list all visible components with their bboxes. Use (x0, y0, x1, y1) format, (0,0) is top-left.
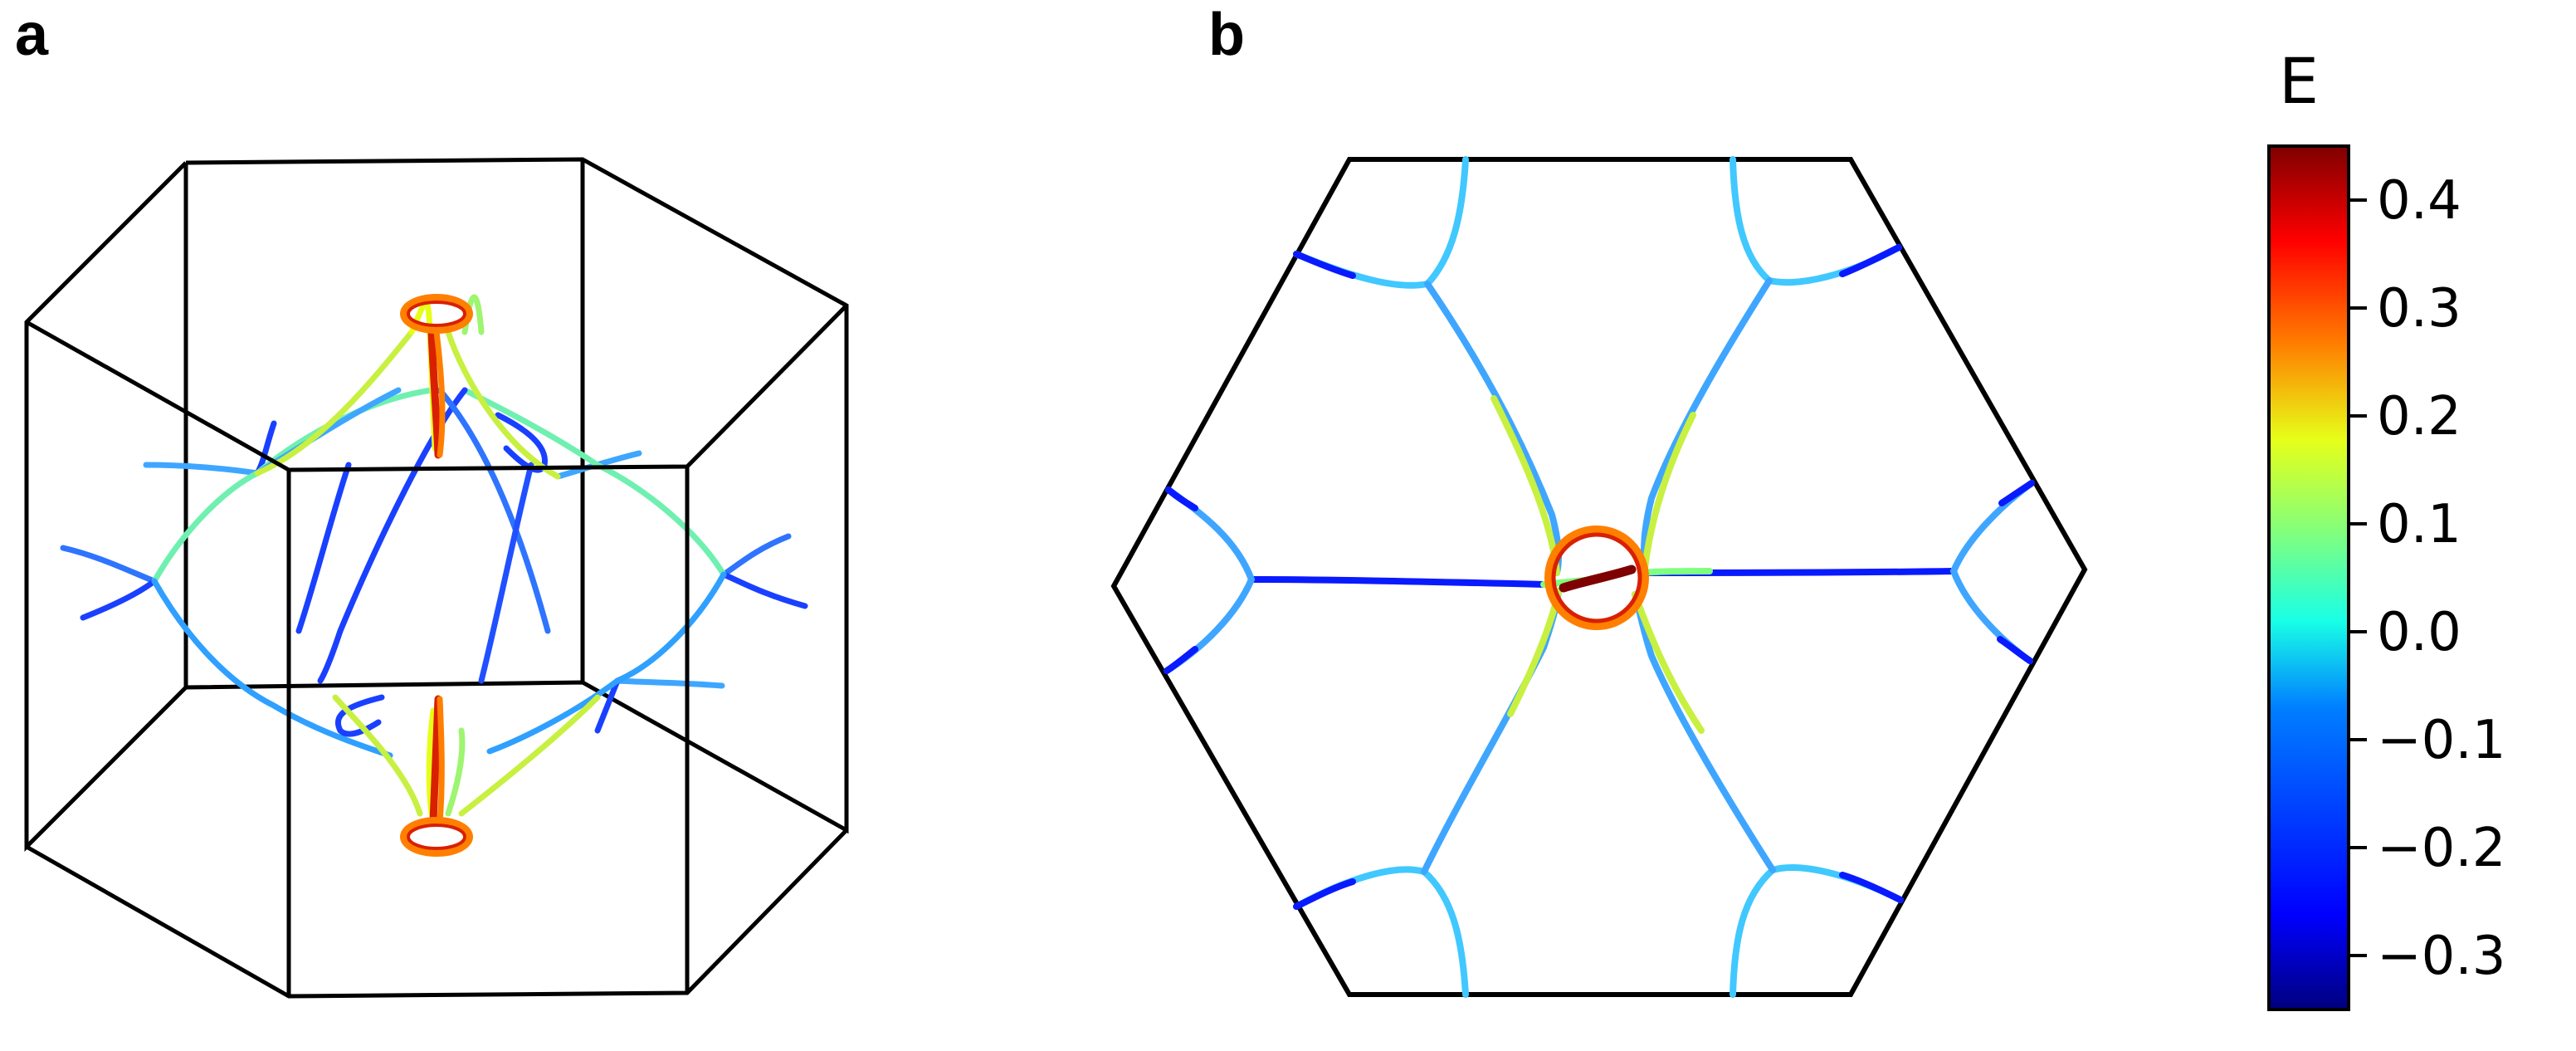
contour-pocket (400, 294, 473, 334)
contour-line (1421, 588, 1562, 875)
contour-spike (427, 328, 442, 459)
contour-pocket (1293, 878, 1356, 910)
contour-pocket (407, 301, 466, 327)
contour-line (295, 462, 352, 634)
contour-line (445, 329, 561, 480)
brillouin-zone-front-face (25, 304, 848, 999)
contour-line (1248, 576, 1547, 588)
panel-a-label: a (15, 2, 49, 68)
contour-line (1490, 395, 1560, 576)
colorbar-tick-label: 0.3 (2377, 278, 2461, 340)
contour-line (143, 462, 261, 477)
brillouin-zone-back-face (24, 157, 849, 853)
contour-pocket (1730, 156, 1902, 286)
contour-line (478, 462, 534, 684)
contour-spike (429, 695, 442, 826)
contour-line (1640, 568, 1713, 576)
panel-b: b (1110, 2, 2088, 998)
central-pocket (1544, 526, 1649, 630)
contour-loop (151, 578, 393, 759)
brillouin-zone-hexagon (1110, 157, 2088, 997)
fermi-contours-3d (60, 294, 808, 857)
contour-pocket (1164, 486, 1256, 674)
contour-loop (461, 387, 727, 578)
central-bar (1559, 565, 1637, 593)
contour-spike (437, 696, 445, 825)
contour-line (720, 533, 792, 578)
contour-pocket (1949, 480, 2035, 664)
colorbar-tick-label: −0.1 (2377, 710, 2505, 771)
contour-line (614, 677, 725, 689)
contour-line (80, 578, 158, 621)
contour-line (1507, 588, 1562, 717)
contour-line (332, 694, 423, 817)
contour-line (1424, 281, 1562, 576)
colorbar-tick-label: 0.2 (2377, 386, 2461, 447)
contour-pocket (1165, 486, 1198, 511)
contour-pocket (1293, 251, 1356, 279)
colorbar: E 0.4 0.3 0.2 0.1 0.0 −0.1 −0.2 −0.3 (2267, 44, 2505, 1011)
contour-pocket (1293, 866, 1469, 998)
colorbar-tick-label: 0.1 (2377, 494, 2461, 555)
colorbar-title: E (2279, 44, 2319, 118)
contour-pocket (407, 824, 466, 850)
colorbar-tick-label: 0.4 (2377, 170, 2461, 232)
contour-line (60, 545, 158, 584)
contour-line (1640, 277, 1773, 571)
contour-pocket (1997, 636, 2033, 664)
colorbar-ticks: 0.4 0.3 0.2 0.1 0.0 −0.1 −0.2 −0.3 (2349, 170, 2505, 987)
central-pocket (1551, 532, 1642, 623)
contour-line (720, 571, 808, 609)
contour-spike (433, 329, 446, 458)
contour-pocket (1839, 244, 1902, 277)
contour-line (437, 387, 551, 634)
panel-b-label: b (1208, 2, 1245, 68)
colorbar-tick-label: −0.3 (2377, 926, 2505, 987)
colorbar-gradient (2267, 144, 2350, 1011)
colorbar-tick-label: −0.2 (2377, 818, 2505, 879)
contour-pocket (400, 817, 473, 857)
panel-a: a (15, 2, 849, 999)
contour-pocket (1164, 646, 1198, 674)
contour-pocket (1998, 480, 2035, 506)
contour-line (1632, 591, 1705, 734)
contour-loop (486, 571, 727, 755)
contour-line (445, 727, 466, 817)
contour-line (458, 694, 601, 817)
colorbar-tick-label: 0.0 (2377, 602, 2461, 663)
contour-pocket (1839, 872, 1904, 903)
contour-line (1642, 412, 1696, 571)
fermi-contours-2d (1164, 156, 2035, 998)
